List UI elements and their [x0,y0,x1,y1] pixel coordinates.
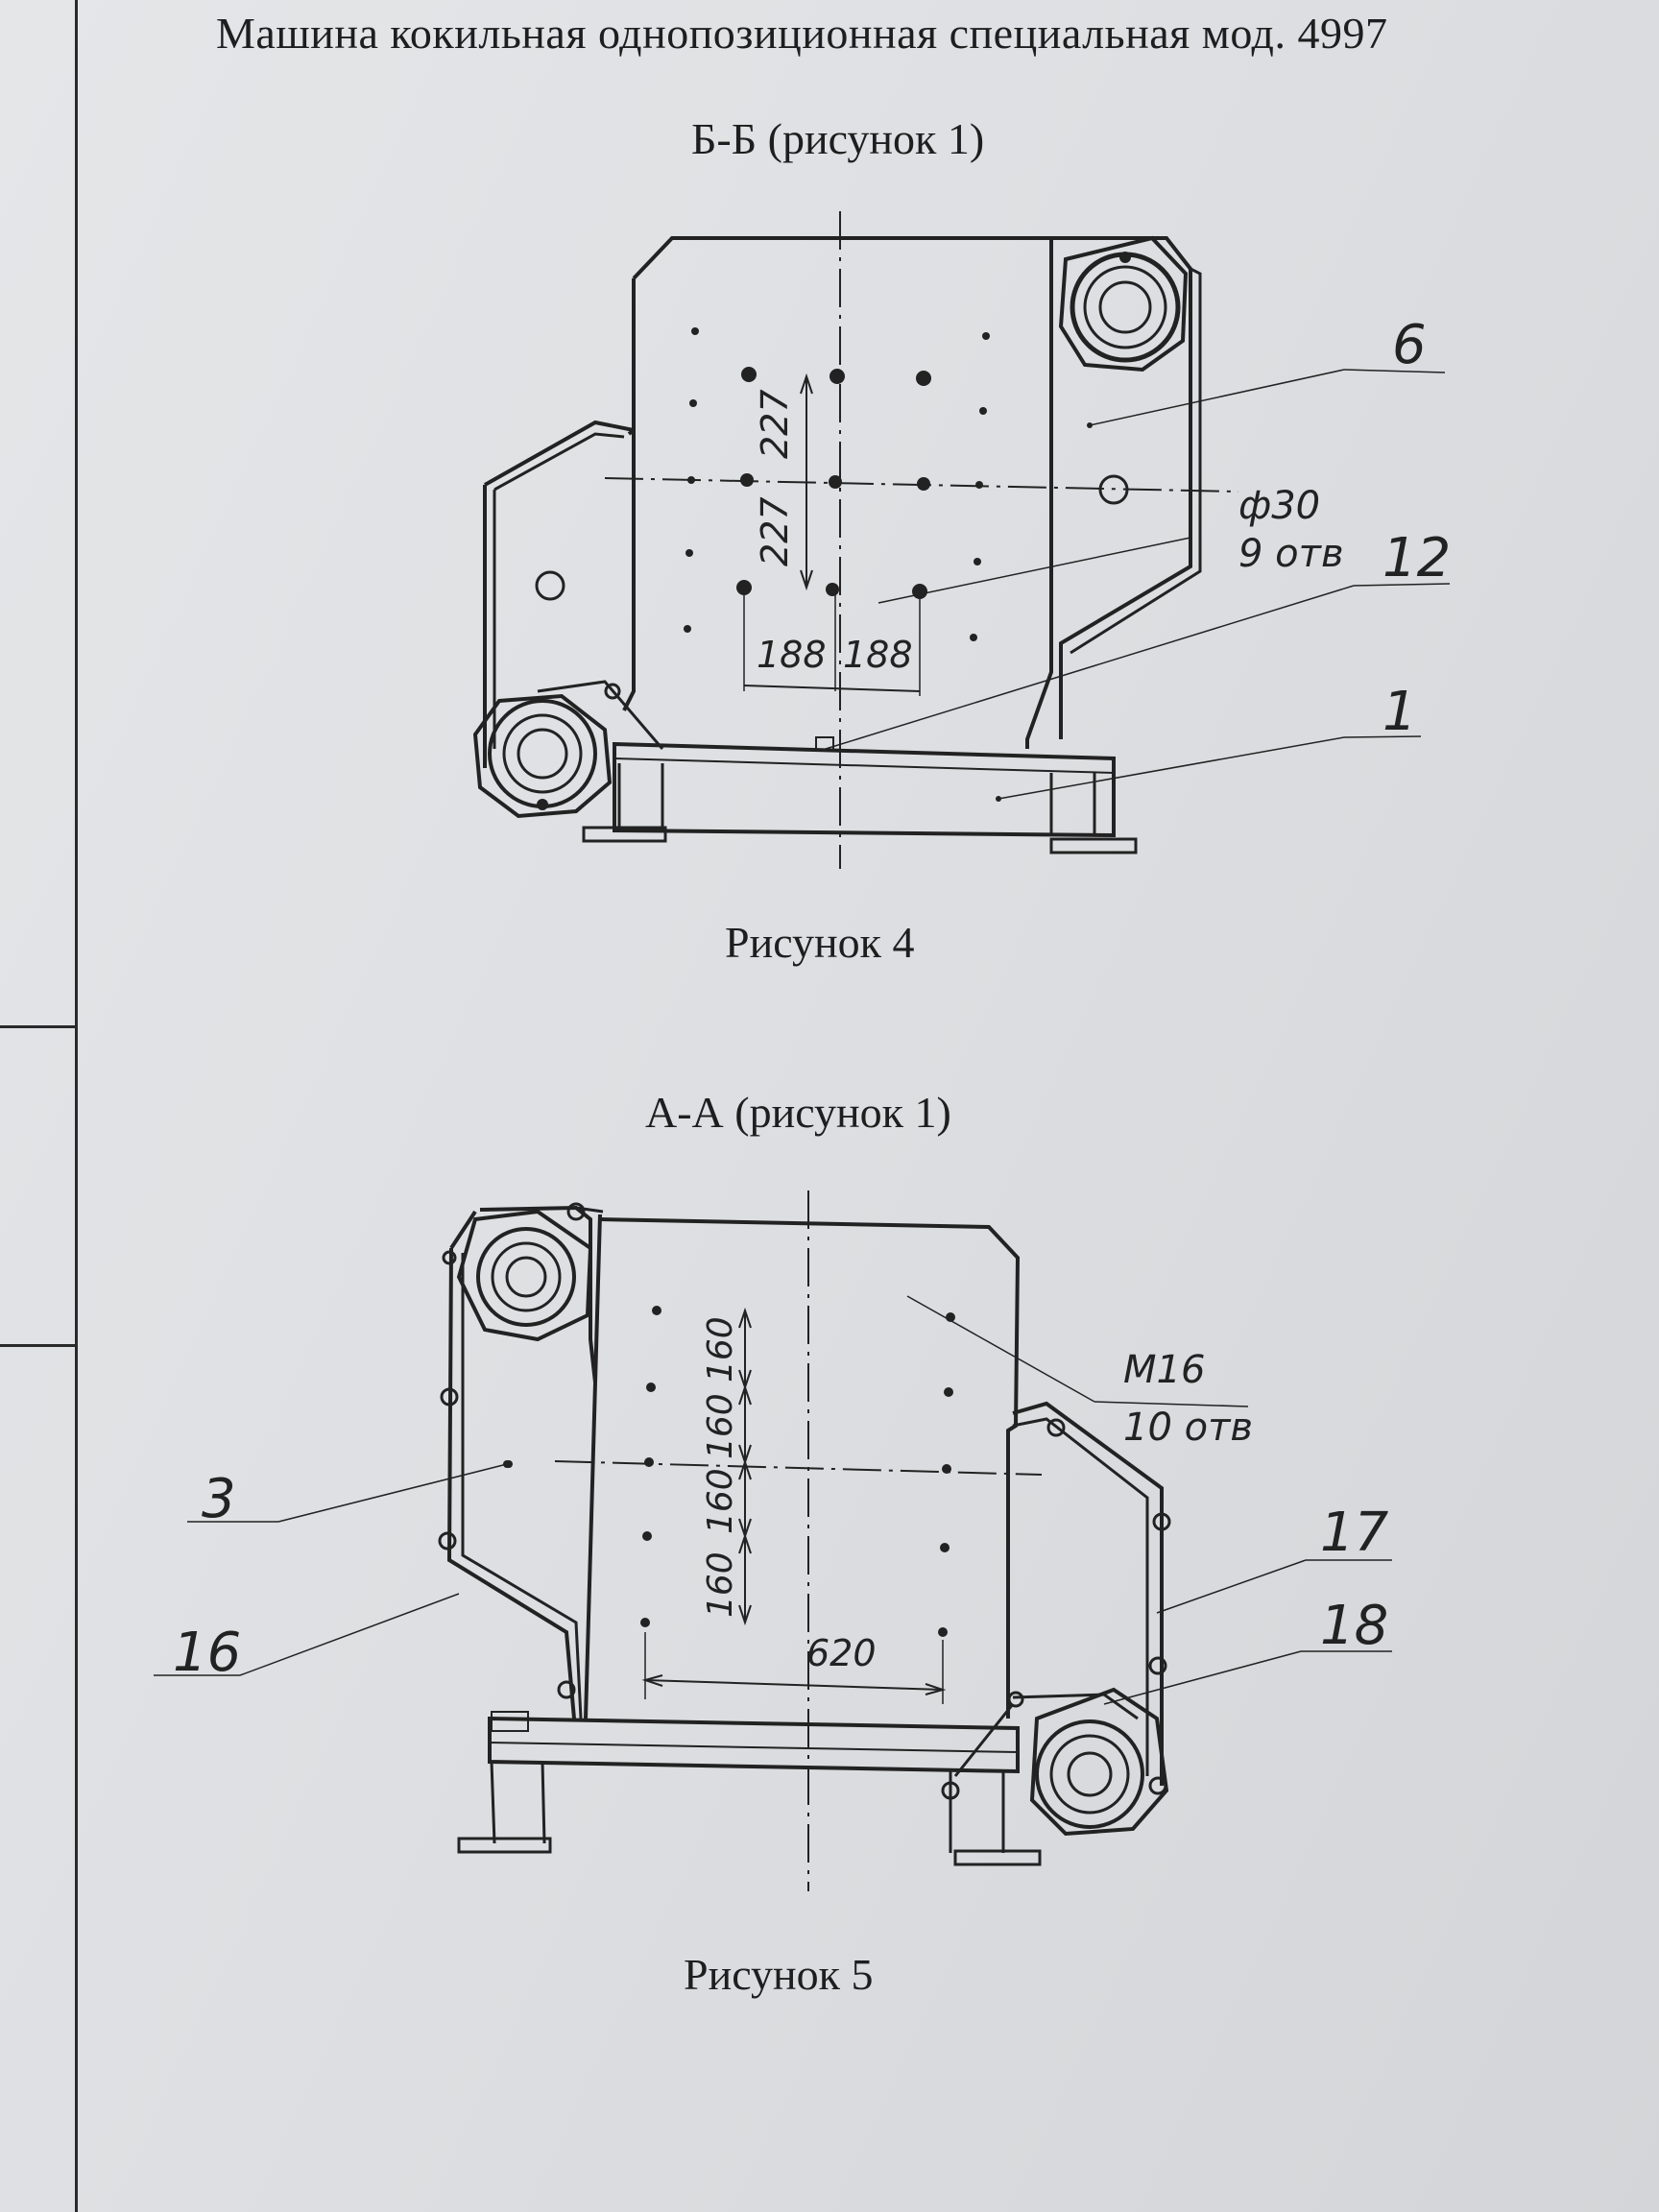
hole-diameter-note: ф30 [1238,484,1320,528]
leader-label-17: 17 [1320,1502,1389,1564]
leader-label-3: 3 [202,1468,236,1530]
dim-620: 620 [806,1632,877,1674]
thread-count-note: 10 отв [1123,1406,1253,1450]
dim-160-2: 160 [701,1393,740,1459]
leader-label-1: 1 [1382,681,1417,743]
leader-label-12: 12 [1382,527,1451,589]
wheel-bottom-left [472,693,613,819]
frame-cell-divider [0,1344,77,1347]
wheel-top-right [1058,235,1189,373]
dim-160-3: 160 [701,1468,740,1534]
section-title-aa: А-А (рисунок 1) [645,1088,951,1137]
thread-note: М16 [1123,1348,1205,1392]
frame-cell-divider [0,1025,77,1028]
hole-count-note: 9 отв [1238,532,1344,576]
leader-label-16: 16 [173,1622,241,1684]
figure4-caption: Рисунок 4 [725,918,915,967]
dim-227-upper: 227 [754,389,796,459]
leader-label-6: 6 [1392,314,1427,376]
wheel-bottom-right [1029,1687,1169,1837]
leader-label-18: 18 [1320,1595,1388,1657]
section-title-bb: Б-Б (рисунок 1) [691,114,985,163]
dim-188-left: 188 [757,634,827,676]
figure5-caption: Рисунок 5 [684,1950,874,1999]
hole-grid-fig4 [684,327,990,641]
dim-188-right: 188 [843,634,913,676]
dim-227-lower: 227 [754,496,796,566]
dim-160-4: 160 [701,1551,740,1618]
drawing-frame-border [75,0,78,2212]
wheel-top-left [456,1209,593,1342]
dim-160-1: 160 [701,1316,740,1382]
document-header: Машина кокильная однопозиционная специал… [216,9,1388,58]
